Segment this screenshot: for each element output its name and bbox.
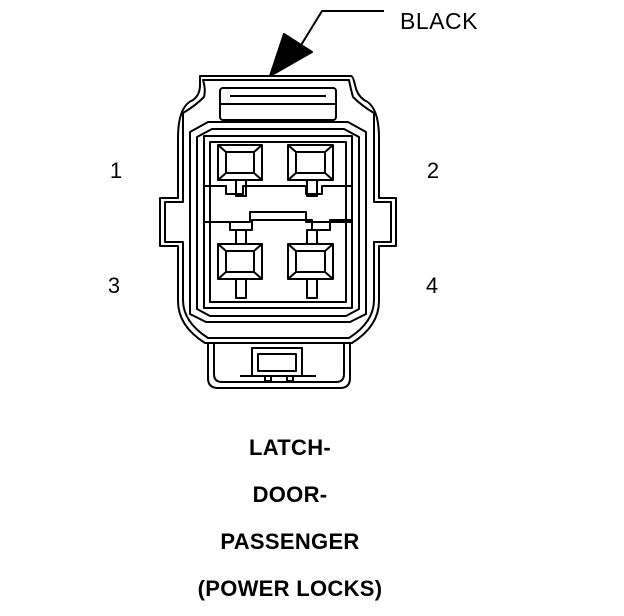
divider-step xyxy=(204,211,352,223)
pin-number-3: 3 xyxy=(107,273,121,298)
pin-number-1: 1 xyxy=(109,158,123,183)
pin-cavity-2 xyxy=(287,144,334,197)
connector-caption: LATCH- DOOR- PASSENGER (POWER LOCKS) xyxy=(0,428,580,616)
pin-cavity-4 xyxy=(287,229,334,299)
center-divider xyxy=(204,185,353,231)
pin-number-2: 2 xyxy=(426,158,440,183)
housing-inner-contour xyxy=(164,79,392,339)
pin-number-4: 4 xyxy=(425,273,439,298)
connector-face-drawing xyxy=(159,10,397,389)
caption-line-2: DOOR- xyxy=(252,482,328,507)
pin-cavity-3 xyxy=(217,229,263,299)
connector-pinout-diagram: BLACK 1 2 3 4 LATCH- DOOR- PASSENGER (PO… xyxy=(107,8,478,601)
caption-line-3: PASSENGER xyxy=(220,529,360,554)
lock-boss xyxy=(207,344,351,389)
housing-color-label: BLACK xyxy=(400,8,478,34)
caption-line-1: LATCH- xyxy=(248,435,332,460)
cavity-wall-mid xyxy=(196,128,360,317)
housing-outer xyxy=(159,75,397,344)
latch-tab xyxy=(219,87,337,121)
pin-cavity-1 xyxy=(217,144,263,197)
cavity-wall-outer xyxy=(189,121,367,323)
callout-leader xyxy=(269,10,384,77)
caption-line-4: (POWER LOCKS) xyxy=(197,576,383,601)
